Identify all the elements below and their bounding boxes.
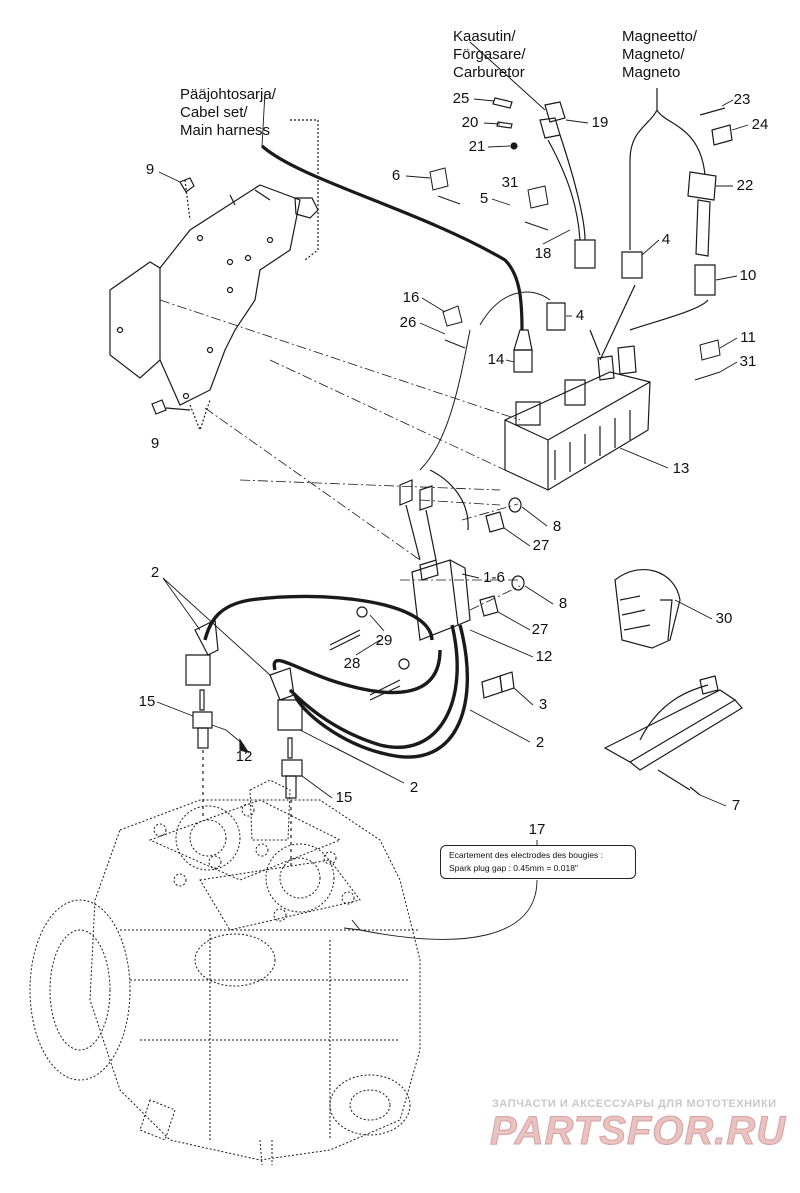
callout-12: 12 — [235, 748, 253, 765]
watermark-logo: PARTSFOR.RU — [489, 1109, 787, 1154]
small-terminals — [429, 167, 721, 381]
harness-heading-sv: Cabel set/ — [180, 104, 248, 121]
leader-lines — [156, 91, 749, 940]
decal-line-fr: Ecartement des electrodes des bougies : — [449, 850, 604, 860]
callout-15: 15 — [335, 789, 353, 806]
callout-5: 5 — [479, 190, 489, 207]
callout-7: 7 — [731, 797, 741, 814]
callout-29: 29 — [375, 632, 393, 649]
carburetor-connectors — [469, 41, 596, 269]
callout-22: 22 — [736, 177, 754, 194]
callout-2: 2 — [150, 564, 160, 581]
callout-1-6: 1-6 — [483, 569, 505, 586]
callout-8: 8 — [558, 595, 568, 612]
engine-block — [29, 779, 421, 1166]
callout-21: 21 — [468, 138, 486, 155]
callout-26: 26 — [399, 314, 417, 331]
callout-27: 27 — [531, 621, 549, 638]
callout-10: 10 — [739, 267, 757, 284]
magneto-connectors — [621, 88, 733, 296]
callout-11: 11 — [740, 329, 756, 346]
callout-15: 15 — [138, 693, 156, 710]
callout-12: 12 — [535, 648, 553, 665]
callout-13: 13 — [672, 460, 690, 477]
carburetor-heading: Kaasutin/ Förgasare/ Carburetor — [453, 28, 526, 82]
callout-31: 31 — [501, 174, 519, 191]
spark-plugs — [185, 619, 303, 870]
carburetor-heading-fi: Kaasutin/ — [453, 28, 516, 45]
callout-4: 4 — [575, 307, 585, 324]
decal-line-en: Spark plug gap : 0.45mm = 0.018" — [449, 863, 578, 873]
magneto-heading-fi: Magneetto/ — [622, 28, 698, 45]
assembly-guide-lines — [159, 299, 521, 611]
callout-31: 31 — [739, 353, 757, 370]
harness-heading-en: Main harness — [180, 122, 271, 139]
callout-9: 9 — [145, 161, 155, 178]
callout-16: 16 — [402, 289, 420, 306]
ignition-module — [504, 284, 709, 491]
callout-24: 24 — [751, 116, 769, 133]
magneto-heading-sv: Magneto/ — [622, 46, 685, 63]
callout-14: 14 — [487, 351, 505, 368]
spark-plug-gap-decal: Ecartement des electrodes des bougies : … — [440, 845, 636, 879]
mounting-bracket — [109, 119, 319, 432]
spark-plug-cables — [203, 594, 469, 759]
callout-9: 9 — [150, 435, 160, 452]
callout-17: 17 — [528, 821, 546, 838]
cable-clip — [614, 569, 681, 649]
callout-25: 25 — [452, 90, 470, 107]
callout-23: 23 — [733, 91, 751, 108]
magneto-heading: Magneetto/ Magneto/ Magneto — [622, 28, 697, 82]
callout-2: 2 — [535, 734, 545, 751]
magneto-heading-en: Magneto — [622, 64, 681, 81]
kill-switch — [603, 675, 743, 796]
callout-30: 30 — [715, 610, 733, 627]
main-harness-cable — [260, 144, 551, 471]
carburetor-heading-sv: Förgasare/ — [453, 46, 526, 63]
callout-3: 3 — [538, 696, 548, 713]
callout-19: 19 — [591, 114, 609, 131]
harness-heading: Pääjohtosarja/ Cabel set/ Main harness — [180, 86, 276, 140]
connector-3 — [481, 671, 515, 699]
callout-4: 4 — [661, 231, 671, 248]
carburetor-heading-en: Carburetor — [453, 64, 525, 81]
callout-2: 2 — [409, 779, 419, 796]
callout-18: 18 — [534, 245, 552, 262]
watermark-tagline: ЗАПЧАСТИ И АКСЕССУАРЫ ДЛЯ МОТОТЕХНИКИ — [492, 1098, 777, 1110]
callout-28: 28 — [343, 655, 361, 672]
callout-27: 27 — [532, 537, 550, 554]
callout-20: 20 — [461, 114, 479, 131]
callout-8: 8 — [552, 518, 562, 535]
callout-6: 6 — [391, 167, 401, 184]
harness-heading-fi: Pääjohtosarja/ — [180, 86, 276, 103]
